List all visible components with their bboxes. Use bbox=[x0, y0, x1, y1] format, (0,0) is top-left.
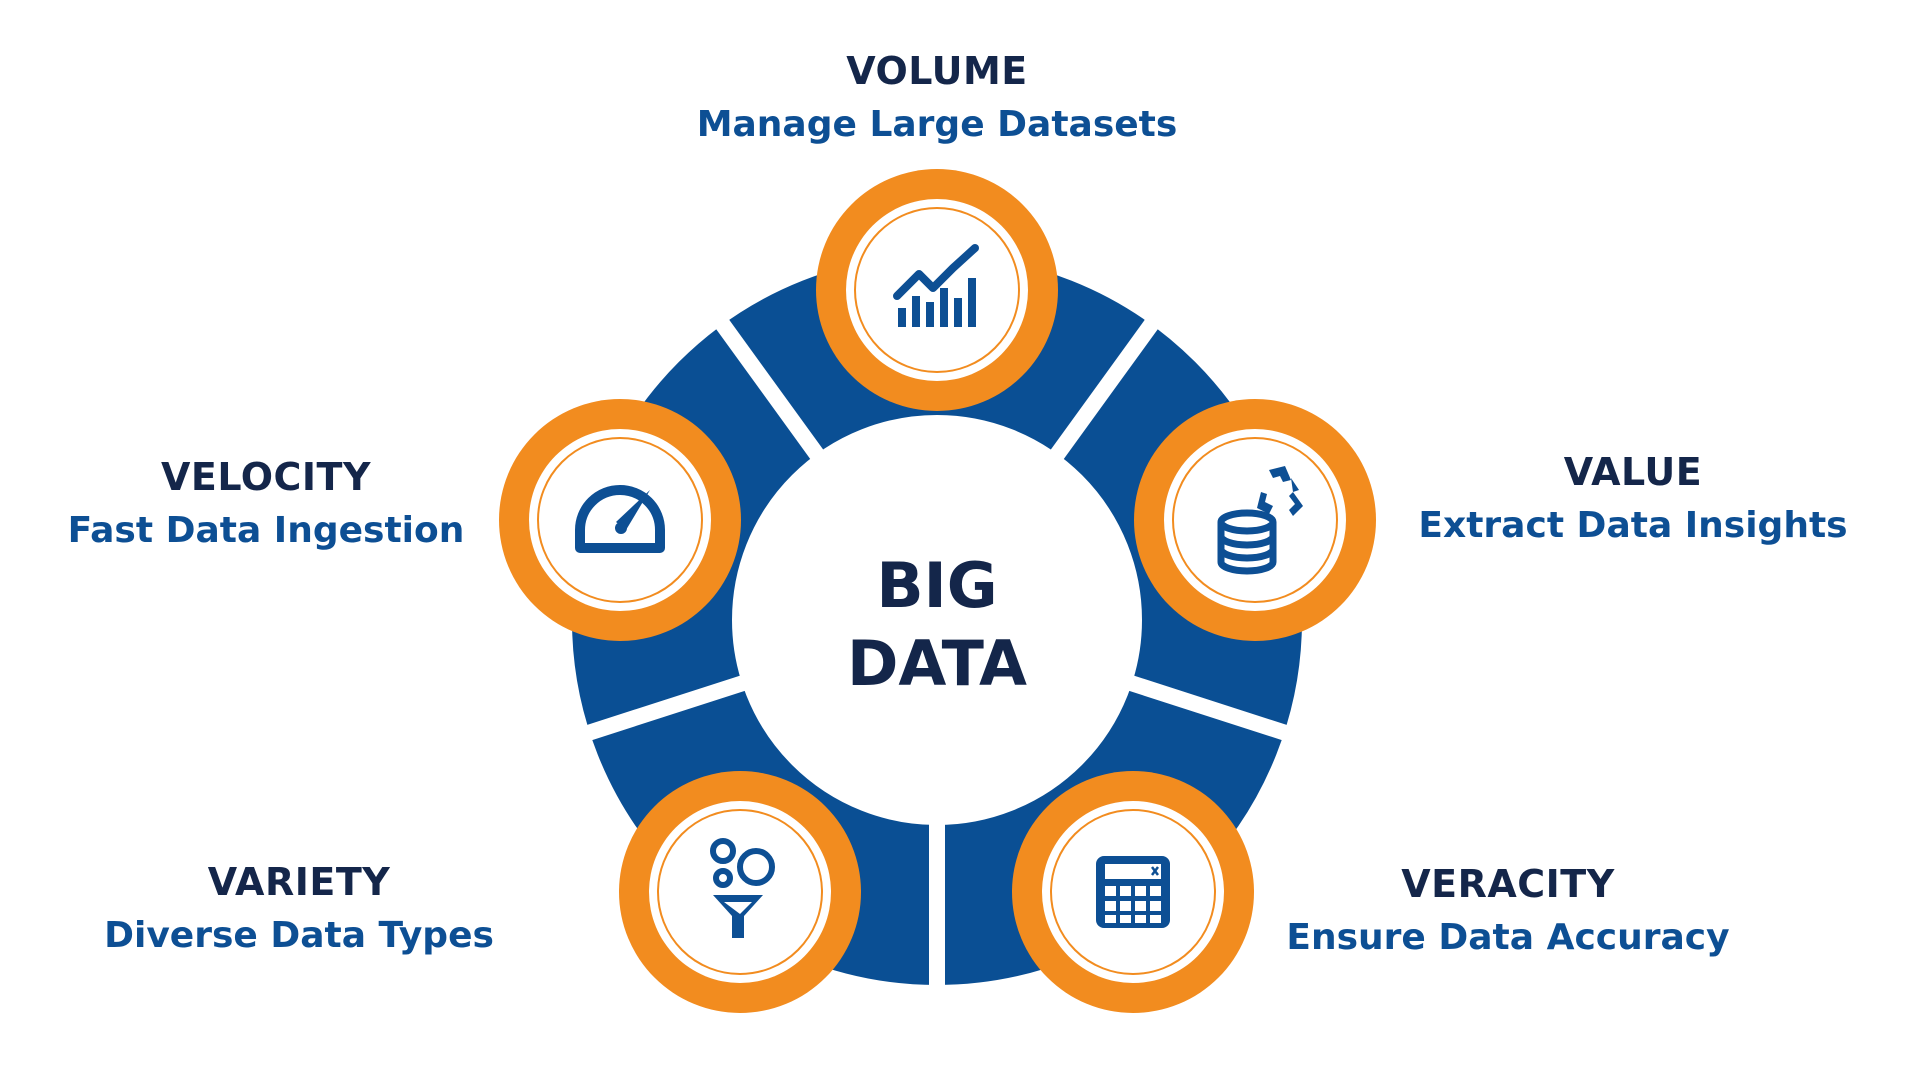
center-disc bbox=[739, 422, 1135, 818]
pillar-subtitle-variety: Diverse Data Types bbox=[104, 915, 494, 956]
badge-variety bbox=[619, 771, 861, 1013]
center-line-1: BIG bbox=[876, 549, 997, 622]
pillar-title-volume: VOLUME bbox=[846, 49, 1028, 93]
bar-chart-trend-icon bbox=[893, 244, 979, 327]
label-value: VALUE Extract Data Insights bbox=[1418, 448, 1847, 550]
badge-velocity bbox=[499, 399, 741, 641]
pillar-subtitle-value: Extract Data Insights bbox=[1418, 505, 1848, 546]
calculator-icon bbox=[1096, 856, 1170, 928]
pillar-subtitle-velocity: Fast Data Ingestion bbox=[67, 510, 465, 551]
label-velocity: VELOCITY Fast Data Ingestion bbox=[68, 453, 465, 555]
label-veracity: VERACITY Ensure Data Accuracy bbox=[1286, 860, 1729, 962]
badge-volume bbox=[816, 169, 1058, 411]
badge-value bbox=[1134, 399, 1376, 641]
speedometer-icon bbox=[575, 485, 665, 553]
pillar-title-variety: VARIETY bbox=[207, 860, 391, 904]
label-variety: VARIETY Diverse Data Types bbox=[104, 858, 494, 960]
pillar-title-value: VALUE bbox=[1563, 450, 1703, 494]
label-volume: VOLUME Manage Large Datasets bbox=[697, 47, 1178, 149]
pillar-title-velocity: VELOCITY bbox=[160, 455, 371, 499]
pillar-title-veracity: VERACITY bbox=[1401, 862, 1615, 906]
center-line-2: DATA bbox=[847, 627, 1027, 700]
shapes-funnel-icon bbox=[710, 838, 775, 938]
pillar-subtitle-volume: Manage Large Datasets bbox=[696, 104, 1178, 145]
badge-veracity bbox=[1012, 771, 1254, 1013]
database-recycle-icon bbox=[1217, 466, 1303, 575]
pillar-subtitle-veracity: Ensure Data Accuracy bbox=[1286, 917, 1730, 958]
